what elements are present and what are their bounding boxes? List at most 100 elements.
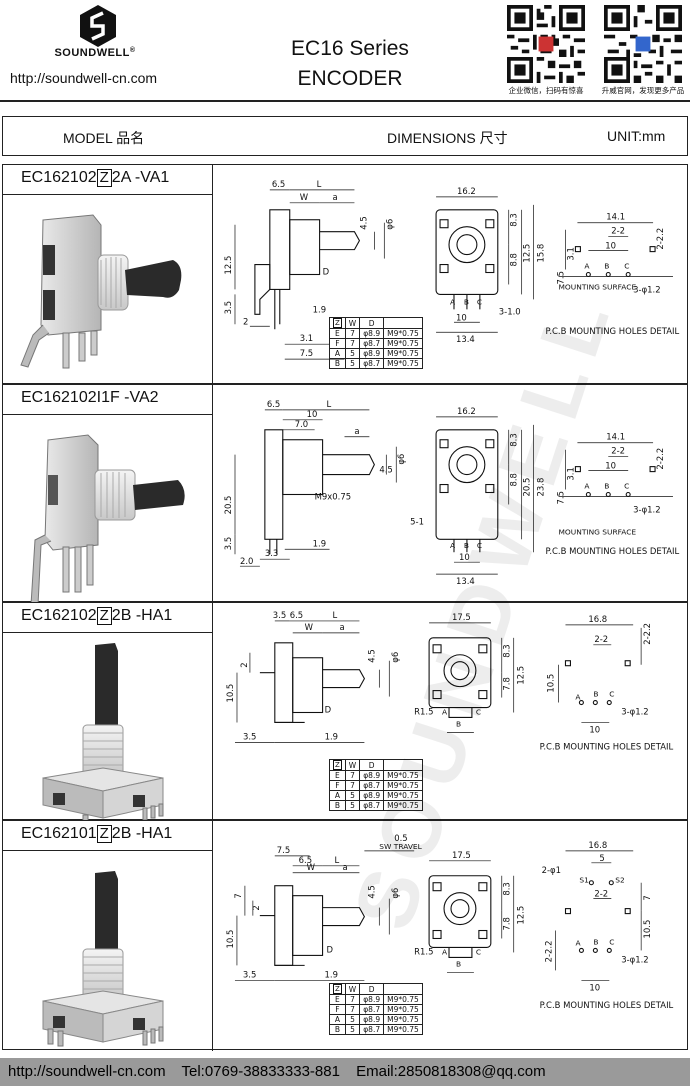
svg-text:C: C bbox=[624, 262, 629, 271]
svg-text:φ6: φ6 bbox=[396, 454, 406, 465]
svg-text:C: C bbox=[476, 707, 481, 716]
svg-text:4.5: 4.5 bbox=[379, 465, 392, 475]
svg-text:17.5: 17.5 bbox=[452, 850, 471, 860]
svg-text:2-2: 2-2 bbox=[611, 446, 625, 456]
svg-text:6.5: 6.5 bbox=[299, 855, 312, 865]
svg-text:2: 2 bbox=[251, 905, 261, 910]
product-photo bbox=[3, 633, 213, 821]
qr-caption-website: 升威官网，发现更多产品 bbox=[601, 86, 685, 95]
svg-text:3.5: 3.5 bbox=[243, 969, 256, 979]
svg-text:W: W bbox=[305, 622, 314, 632]
footer-website-link[interactable]: http://soundwell-cn.com bbox=[8, 1063, 166, 1080]
section-ec162102i1f-va2: EC162102I1F -VA2 bbox=[2, 384, 688, 603]
svg-text:A: A bbox=[575, 938, 581, 947]
svg-text:3.1: 3.1 bbox=[565, 247, 575, 260]
svg-text:P.C.B MOUNTING HOLES DETAIL: P.C.B MOUNTING HOLES DETAIL bbox=[546, 546, 680, 556]
dimension-drawing: 3.5 6.5 L W a 4.5 φ6 2 10.5 3.5 1.9 D bbox=[214, 603, 687, 819]
product-photo bbox=[3, 195, 213, 385]
svg-text:10.5: 10.5 bbox=[225, 684, 235, 703]
svg-text:C: C bbox=[477, 297, 482, 306]
svg-text:C: C bbox=[477, 541, 482, 550]
svg-text:16.2: 16.2 bbox=[457, 406, 476, 416]
svg-text:A: A bbox=[584, 262, 590, 271]
footer-telephone: Tel:0769-38833333-881 bbox=[181, 1063, 340, 1080]
svg-text:5-1: 5-1 bbox=[410, 516, 424, 526]
svg-text:7: 7 bbox=[233, 893, 243, 898]
svg-text:P.C.B MOUNTING HOLES DETAIL: P.C.B MOUNTING HOLES DETAIL bbox=[540, 741, 674, 751]
header-website[interactable]: http://soundwell-cn.com bbox=[10, 70, 158, 86]
dimensions-column-label: DIMENSIONS 尺寸 bbox=[387, 130, 508, 146]
svg-text:a: a bbox=[342, 862, 347, 872]
svg-text:2: 2 bbox=[243, 316, 248, 326]
svg-text:SW TRAVEL: SW TRAVEL bbox=[379, 842, 422, 851]
svg-text:φ6: φ6 bbox=[390, 888, 400, 899]
svg-text:10: 10 bbox=[456, 312, 467, 322]
svg-text:C: C bbox=[609, 690, 614, 699]
svg-text:10.5: 10.5 bbox=[225, 930, 235, 949]
svg-text:W: W bbox=[300, 192, 309, 202]
svg-text:6.5: 6.5 bbox=[267, 399, 280, 409]
product-photo bbox=[3, 851, 213, 1051]
page-title: EC16 Series ENCODER bbox=[291, 37, 409, 90]
svg-text:2-2: 2-2 bbox=[594, 889, 608, 899]
svg-text:16.8: 16.8 bbox=[588, 840, 607, 850]
svg-text:10: 10 bbox=[589, 724, 600, 734]
svg-text:D: D bbox=[323, 266, 330, 276]
svg-text:2-2: 2-2 bbox=[594, 634, 608, 644]
svg-text:P.C.B MOUNTING HOLES DETAIL: P.C.B MOUNTING HOLES DETAIL bbox=[546, 326, 680, 336]
svg-text:0.5: 0.5 bbox=[394, 833, 407, 843]
svg-text:2-2: 2-2 bbox=[611, 226, 625, 236]
svg-text:2-2.2: 2-2.2 bbox=[544, 941, 554, 963]
svg-text:S1: S1 bbox=[579, 876, 589, 885]
svg-text:W: W bbox=[307, 862, 316, 872]
svg-text:3.3: 3.3 bbox=[265, 548, 278, 558]
svg-text:A: A bbox=[442, 707, 448, 716]
svg-text:B: B bbox=[464, 541, 469, 550]
brand-name: SOUNDWELL® bbox=[54, 47, 136, 59]
svg-text:10.5: 10.5 bbox=[642, 920, 652, 939]
column-header-bar: MODEL 品名 DIMENSIONS 尺寸 UNIT:mm bbox=[2, 116, 688, 156]
svg-text:M9x0.75: M9x0.75 bbox=[315, 491, 352, 501]
svg-text:C: C bbox=[609, 937, 614, 946]
svg-text:13.4: 13.4 bbox=[456, 334, 475, 344]
svg-text:2-φ1: 2-φ1 bbox=[542, 865, 561, 875]
product-photo bbox=[3, 415, 213, 603]
svg-text:10: 10 bbox=[605, 461, 616, 471]
svg-text:A: A bbox=[584, 482, 590, 491]
wechat-qr-code-icon bbox=[507, 5, 585, 83]
svg-text:B: B bbox=[456, 719, 461, 728]
svg-text:15.8: 15.8 bbox=[536, 244, 546, 263]
svg-text:17.5: 17.5 bbox=[452, 612, 471, 622]
svg-text:L: L bbox=[327, 399, 332, 409]
svg-text:3.5: 3.5 bbox=[243, 731, 256, 741]
svg-text:3-φ1.2: 3-φ1.2 bbox=[621, 706, 648, 716]
model-name: EC162102I1F -VA2 bbox=[3, 385, 213, 415]
svg-text:3-φ1.2: 3-φ1.2 bbox=[633, 284, 660, 294]
svg-text:3.1: 3.1 bbox=[565, 467, 575, 480]
svg-text:10: 10 bbox=[459, 552, 470, 562]
svg-text:C: C bbox=[476, 947, 481, 956]
svg-text:D: D bbox=[325, 704, 332, 714]
svg-text:L: L bbox=[317, 179, 322, 189]
svg-text:3.1: 3.1 bbox=[300, 333, 313, 343]
svg-text:A: A bbox=[450, 297, 456, 306]
svg-text:3-φ1.2: 3-φ1.2 bbox=[621, 954, 648, 964]
footer-email-link[interactable]: Email:2850818308@qq.com bbox=[356, 1063, 546, 1080]
svg-text:R1.5: R1.5 bbox=[414, 946, 433, 956]
svg-text:7: 7 bbox=[642, 895, 652, 900]
svg-text:6.5: 6.5 bbox=[290, 610, 303, 620]
svg-text:12.5: 12.5 bbox=[516, 666, 526, 685]
svg-text:A: A bbox=[450, 541, 456, 550]
svg-text:B: B bbox=[456, 959, 461, 968]
svg-text:14.1: 14.1 bbox=[606, 432, 625, 442]
svg-text:2.0: 2.0 bbox=[240, 556, 253, 566]
svg-text:3.5: 3.5 bbox=[223, 301, 233, 314]
svg-text:P.C.B MOUNTING HOLES DETAIL: P.C.B MOUNTING HOLES DETAIL bbox=[540, 1000, 674, 1010]
svg-text:16.8: 16.8 bbox=[588, 614, 607, 624]
svg-text:a: a bbox=[333, 192, 338, 202]
svg-text:1.9: 1.9 bbox=[313, 538, 326, 548]
